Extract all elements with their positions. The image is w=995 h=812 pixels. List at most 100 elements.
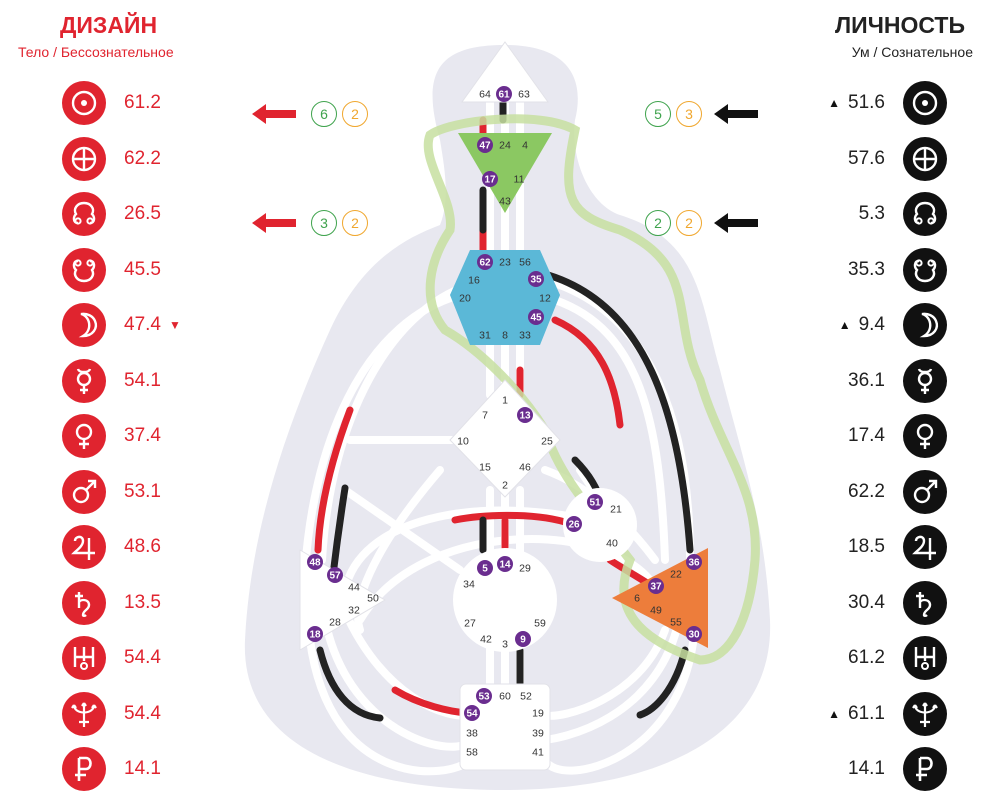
planet-gate-value: 30.4 [848, 591, 885, 613]
personality-planet-row: 61.2 [840, 636, 947, 680]
planet-gate-value: 14.1 [124, 758, 161, 779]
activated-gate: 37 [648, 578, 664, 594]
design-arrow-row: 6 2 [250, 101, 368, 127]
personality-title: ЛИЧНОСТЬ [835, 12, 965, 38]
gate-label: 35 [530, 275, 542, 286]
gate-label: 26 [568, 520, 580, 531]
gate-label: 50 [367, 593, 379, 605]
gate-label: 36 [688, 558, 700, 569]
sacral-center [453, 548, 557, 652]
gate-number: 63 [518, 89, 530, 101]
solar-plexus-center [612, 548, 708, 648]
gate-number: 29 [519, 563, 531, 575]
earth-icon [62, 136, 106, 181]
personality-planet-row: 61.1▲ [828, 691, 947, 736]
planet-gate-value: 14.1 [848, 758, 885, 779]
gate-number: 1 [502, 395, 508, 407]
gate-number: 22 [670, 569, 682, 581]
gate-label: 52 [520, 691, 532, 703]
gate-number: 11 [514, 174, 525, 186]
planet-gate-value: 54.4 [124, 647, 161, 668]
planet-gate-value: 61.2 [124, 92, 161, 113]
planet-gate-value: 62.2 [848, 480, 885, 502]
planet-gate-value: 48.6 [124, 536, 161, 557]
design-subtitle: Тело / Бессознательное [18, 44, 174, 60]
activated-gate: 26 [566, 516, 582, 532]
gate-label: 59 [534, 618, 546, 630]
gate-number: 25 [541, 436, 553, 448]
gate-label: 29 [519, 563, 531, 575]
jupiter-icon [62, 525, 106, 569]
gate-label: 42 [480, 634, 492, 646]
design-planet-row: 54.4 [62, 636, 169, 680]
gate-label: 34 [463, 579, 475, 591]
earth-icon [903, 136, 947, 181]
planet-gate-value: 51.6 [848, 92, 885, 113]
direction-indicator: ▲ [838, 318, 851, 332]
gate-number: 27 [464, 618, 476, 630]
green-circle-number: 3 [311, 210, 337, 236]
pluto-icon [62, 747, 106, 791]
gate-number: 16 [468, 275, 480, 287]
south-node-icon [903, 247, 947, 292]
neptune-icon [62, 691, 106, 736]
design-planet-row: 61.2 [62, 81, 169, 125]
personality-planet-row: 51.6▲ [828, 81, 947, 125]
orange-circle-number: 2 [676, 210, 702, 236]
direction-indicator: ▼ [168, 318, 181, 332]
gate-number: 52 [520, 691, 532, 703]
planet-gate-value: 62.2 [124, 147, 161, 169]
activated-gate: 30 [686, 626, 702, 642]
gate-label: 33 [519, 330, 531, 342]
gate-label: 41 [532, 747, 544, 759]
gate-label: 7 [482, 410, 488, 422]
planet-gate-value: 57.6 [848, 147, 885, 169]
personality-planet-row: 57.6 [840, 136, 947, 181]
personality-planet-row: 30.4 [840, 580, 947, 625]
personality-planet-row: 9.4▲ [839, 303, 947, 347]
gate-label: 43 [499, 196, 511, 208]
aura-outline [423, 114, 760, 665]
gate-number: 7 [482, 410, 488, 422]
design-planet-row: 37.4 [62, 414, 169, 458]
gate-label: 57 [329, 571, 341, 582]
green-circle-number: 6 [311, 101, 337, 127]
ego-center [563, 488, 637, 562]
activated-gate: 53 [476, 688, 492, 704]
north-node-icon [903, 192, 947, 236]
orange-circle-number: 2 [342, 101, 368, 127]
activated-gate: 62 [477, 254, 493, 270]
planet-gate-value: 61.1 [848, 702, 885, 724]
uranus-icon [903, 636, 947, 680]
gate-label: 46 [519, 462, 531, 474]
saturn-icon [903, 580, 947, 625]
gate-number: 2 [502, 480, 508, 492]
design-planet-row: 45.5 [62, 247, 169, 292]
personality-planet-row: 5.3 [851, 192, 947, 236]
gate-label: 51 [589, 498, 601, 509]
gate-number: 19 [532, 708, 544, 720]
personality-arrow-row: 2 2 [640, 210, 760, 236]
gate-number: 39 [532, 728, 544, 740]
gate-label: 24 [499, 140, 511, 152]
left-arrow-icon [252, 104, 296, 124]
gate-label: 18 [309, 630, 321, 641]
activated-gate: 57 [327, 567, 343, 583]
gate-label: 28 [329, 617, 341, 629]
gate-label: 12 [539, 293, 551, 305]
design-planet-row: 54.1 [62, 358, 169, 403]
gate-label: 40 [606, 538, 618, 550]
activated-gate: 35 [528, 271, 544, 287]
gate-number: 44 [348, 582, 360, 594]
personality-planet-row: 17.4 [840, 414, 947, 458]
gate-number: 55 [670, 617, 682, 629]
design-planet-row: 54.4 [62, 691, 169, 736]
gate-number: 12 [539, 293, 551, 305]
gate-label: 56 [519, 257, 531, 269]
gate-label: 16 [468, 275, 480, 287]
planet-gate-value: 54.4 [124, 702, 161, 724]
green-circle-number: 2 [645, 210, 671, 236]
gate-label: 44 [348, 582, 360, 594]
